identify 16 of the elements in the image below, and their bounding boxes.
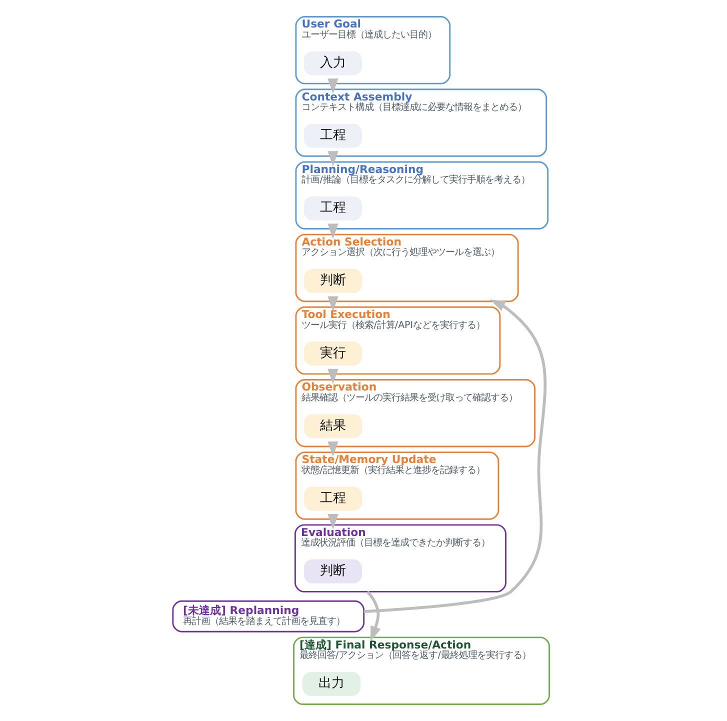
arrow	[327, 296, 338, 312]
node-box: [未達成] Replanning 再計画（結果を踏まえて計画を見直す）	[172, 600, 364, 632]
arrow	[366, 590, 380, 642]
node-box: 判断	[303, 559, 362, 584]
arrow	[327, 78, 338, 94]
arrow	[327, 224, 338, 239]
node-box: 判断	[303, 269, 362, 293]
node-box: 実行	[303, 342, 362, 366]
arrow	[327, 514, 338, 530]
arrow	[363, 299, 546, 614]
node-box: 結果	[303, 414, 362, 438]
node-box: 工程	[303, 486, 362, 511]
arrow	[327, 368, 338, 384]
arrow	[327, 441, 338, 457]
arrow	[327, 151, 338, 166]
node-box: 出力	[302, 672, 360, 696]
